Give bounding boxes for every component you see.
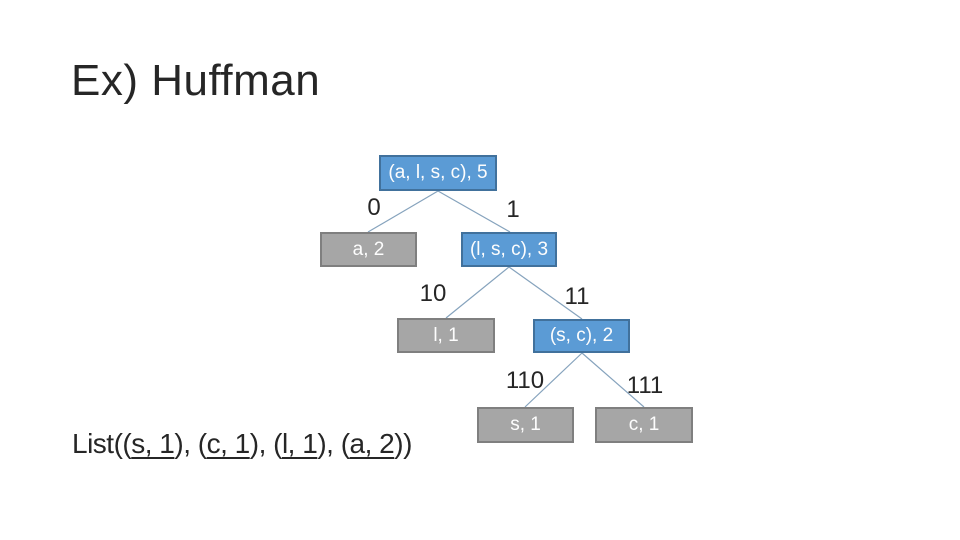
pair-close: ) — [249, 428, 259, 459]
pair-open: ( — [273, 428, 282, 459]
edge-label-111: 111 — [626, 372, 664, 399]
pair-a2: a, 2 — [349, 428, 395, 459]
edge-label-1: 1 — [506, 196, 520, 223]
list-suffix: ) — [403, 428, 412, 459]
edge-label-10: 10 — [419, 280, 447, 307]
edge-line-root-lsc — [437, 190, 511, 233]
list-separator: , — [326, 428, 341, 459]
pair-close: ) — [394, 428, 404, 459]
pair-open: ( — [122, 428, 132, 459]
tree-node-label: l, 1 — [433, 324, 459, 346]
pair-close: ) — [317, 428, 327, 459]
tree-node-lsc: (l, s, c), 3 — [461, 232, 557, 267]
tree-node-c: c, 1 — [595, 407, 693, 443]
tree-node-label: (s, c), 2 — [549, 325, 614, 346]
edge-line-lsc-sc — [508, 266, 583, 320]
tree-node-root: (a, l, s, c), 5 — [379, 155, 497, 191]
tree-node-label: s, 1 — [510, 414, 541, 435]
list-prefix: List( — [72, 428, 123, 459]
edge-line-root-a — [367, 190, 439, 233]
pair-l1: l, 1 — [281, 428, 318, 459]
list-separator: , — [183, 428, 198, 459]
tree-node-label: (a, l, s, c), 5 — [388, 162, 488, 183]
tree-node-label: a, 2 — [352, 238, 385, 260]
tree-node-l: l, 1 — [397, 318, 495, 353]
pair-close: ) — [174, 428, 184, 459]
tree-node-label: c, 1 — [628, 414, 660, 435]
edge-label-0: 0 — [367, 194, 381, 221]
edge-label-110: 110 — [505, 367, 545, 394]
list-expression: List((s, 1), (c, 1), (l, 1), (a, 2)) — [72, 428, 412, 460]
pair-s1: s, 1 — [131, 428, 175, 459]
tree-node-a: a, 2 — [320, 232, 417, 267]
list-separator: , — [258, 428, 274, 459]
edge-line-sc-s — [524, 352, 583, 408]
tree-node-s: s, 1 — [477, 407, 574, 443]
edge-line-lsc-l — [445, 266, 510, 319]
edge-line-sc-c — [581, 352, 645, 408]
pair-c1: c, 1 — [206, 428, 251, 459]
page-title: Ex) Huffman — [71, 56, 321, 105]
edge-label-11: 11 — [564, 283, 590, 310]
tree-node-sc: (s, c), 2 — [533, 319, 630, 353]
pair-open: ( — [197, 428, 207, 459]
tree-node-label: (l, s, c), 3 — [469, 238, 549, 260]
pair-open: ( — [340, 428, 350, 459]
